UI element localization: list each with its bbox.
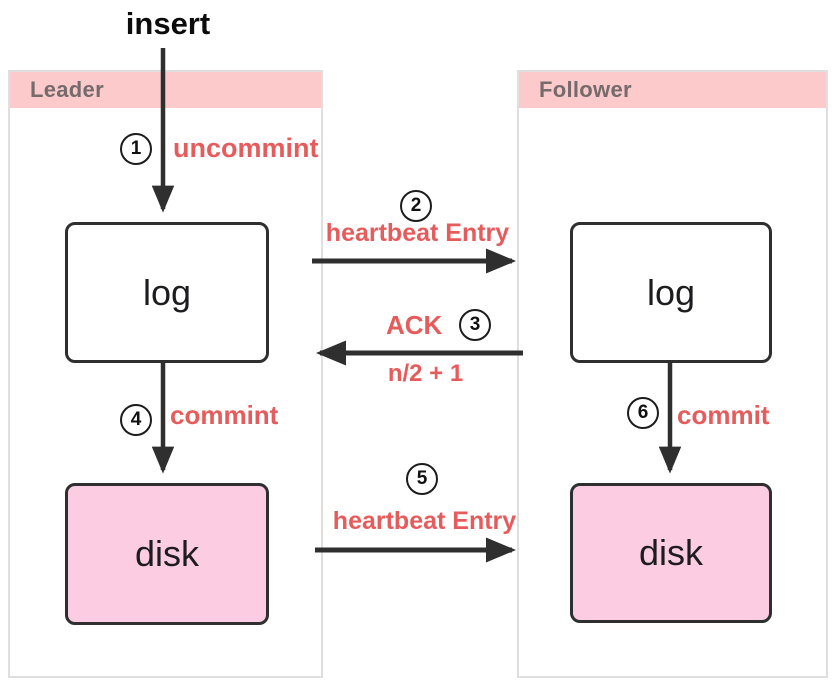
step-3-circle-icon: 3 (459, 309, 491, 341)
step-6-label: commit (677, 400, 770, 430)
follower-panel-header: Follower (519, 72, 826, 108)
insert-label: insert (125, 6, 211, 41)
step-2-label: heartbeat Entry (325, 219, 510, 247)
follower-log-label: log (646, 271, 696, 313)
step-5-circle-icon: 5 (406, 463, 438, 495)
leader-log-box: log (65, 222, 269, 363)
leader-log-label: log (142, 271, 192, 313)
step-2-circle-icon: 2 (400, 190, 432, 222)
step-5-label: heartbeat Entry (332, 507, 517, 535)
step-6-circle-icon: 6 (627, 397, 659, 429)
leader-disk-label: disk (134, 533, 200, 574)
follower-disk-box: disk (570, 483, 772, 623)
step-4-circle-icon: 4 (120, 404, 152, 436)
step-3-sublabel: n/2 + 1 (387, 360, 464, 387)
step-1-label: uncommint (173, 133, 319, 163)
leader-panel: Leader log disk (8, 70, 323, 678)
leader-panel-header: Leader (10, 72, 321, 108)
leader-disk-box: disk (65, 483, 269, 625)
step-4-label: commint (170, 400, 279, 430)
step-1-circle-icon: 1 (120, 133, 152, 165)
step-3-label: ACK (386, 310, 443, 340)
follower-disk-label: disk (638, 532, 704, 573)
follower-panel: Follower log disk (517, 70, 828, 678)
follower-log-box: log (570, 222, 772, 363)
